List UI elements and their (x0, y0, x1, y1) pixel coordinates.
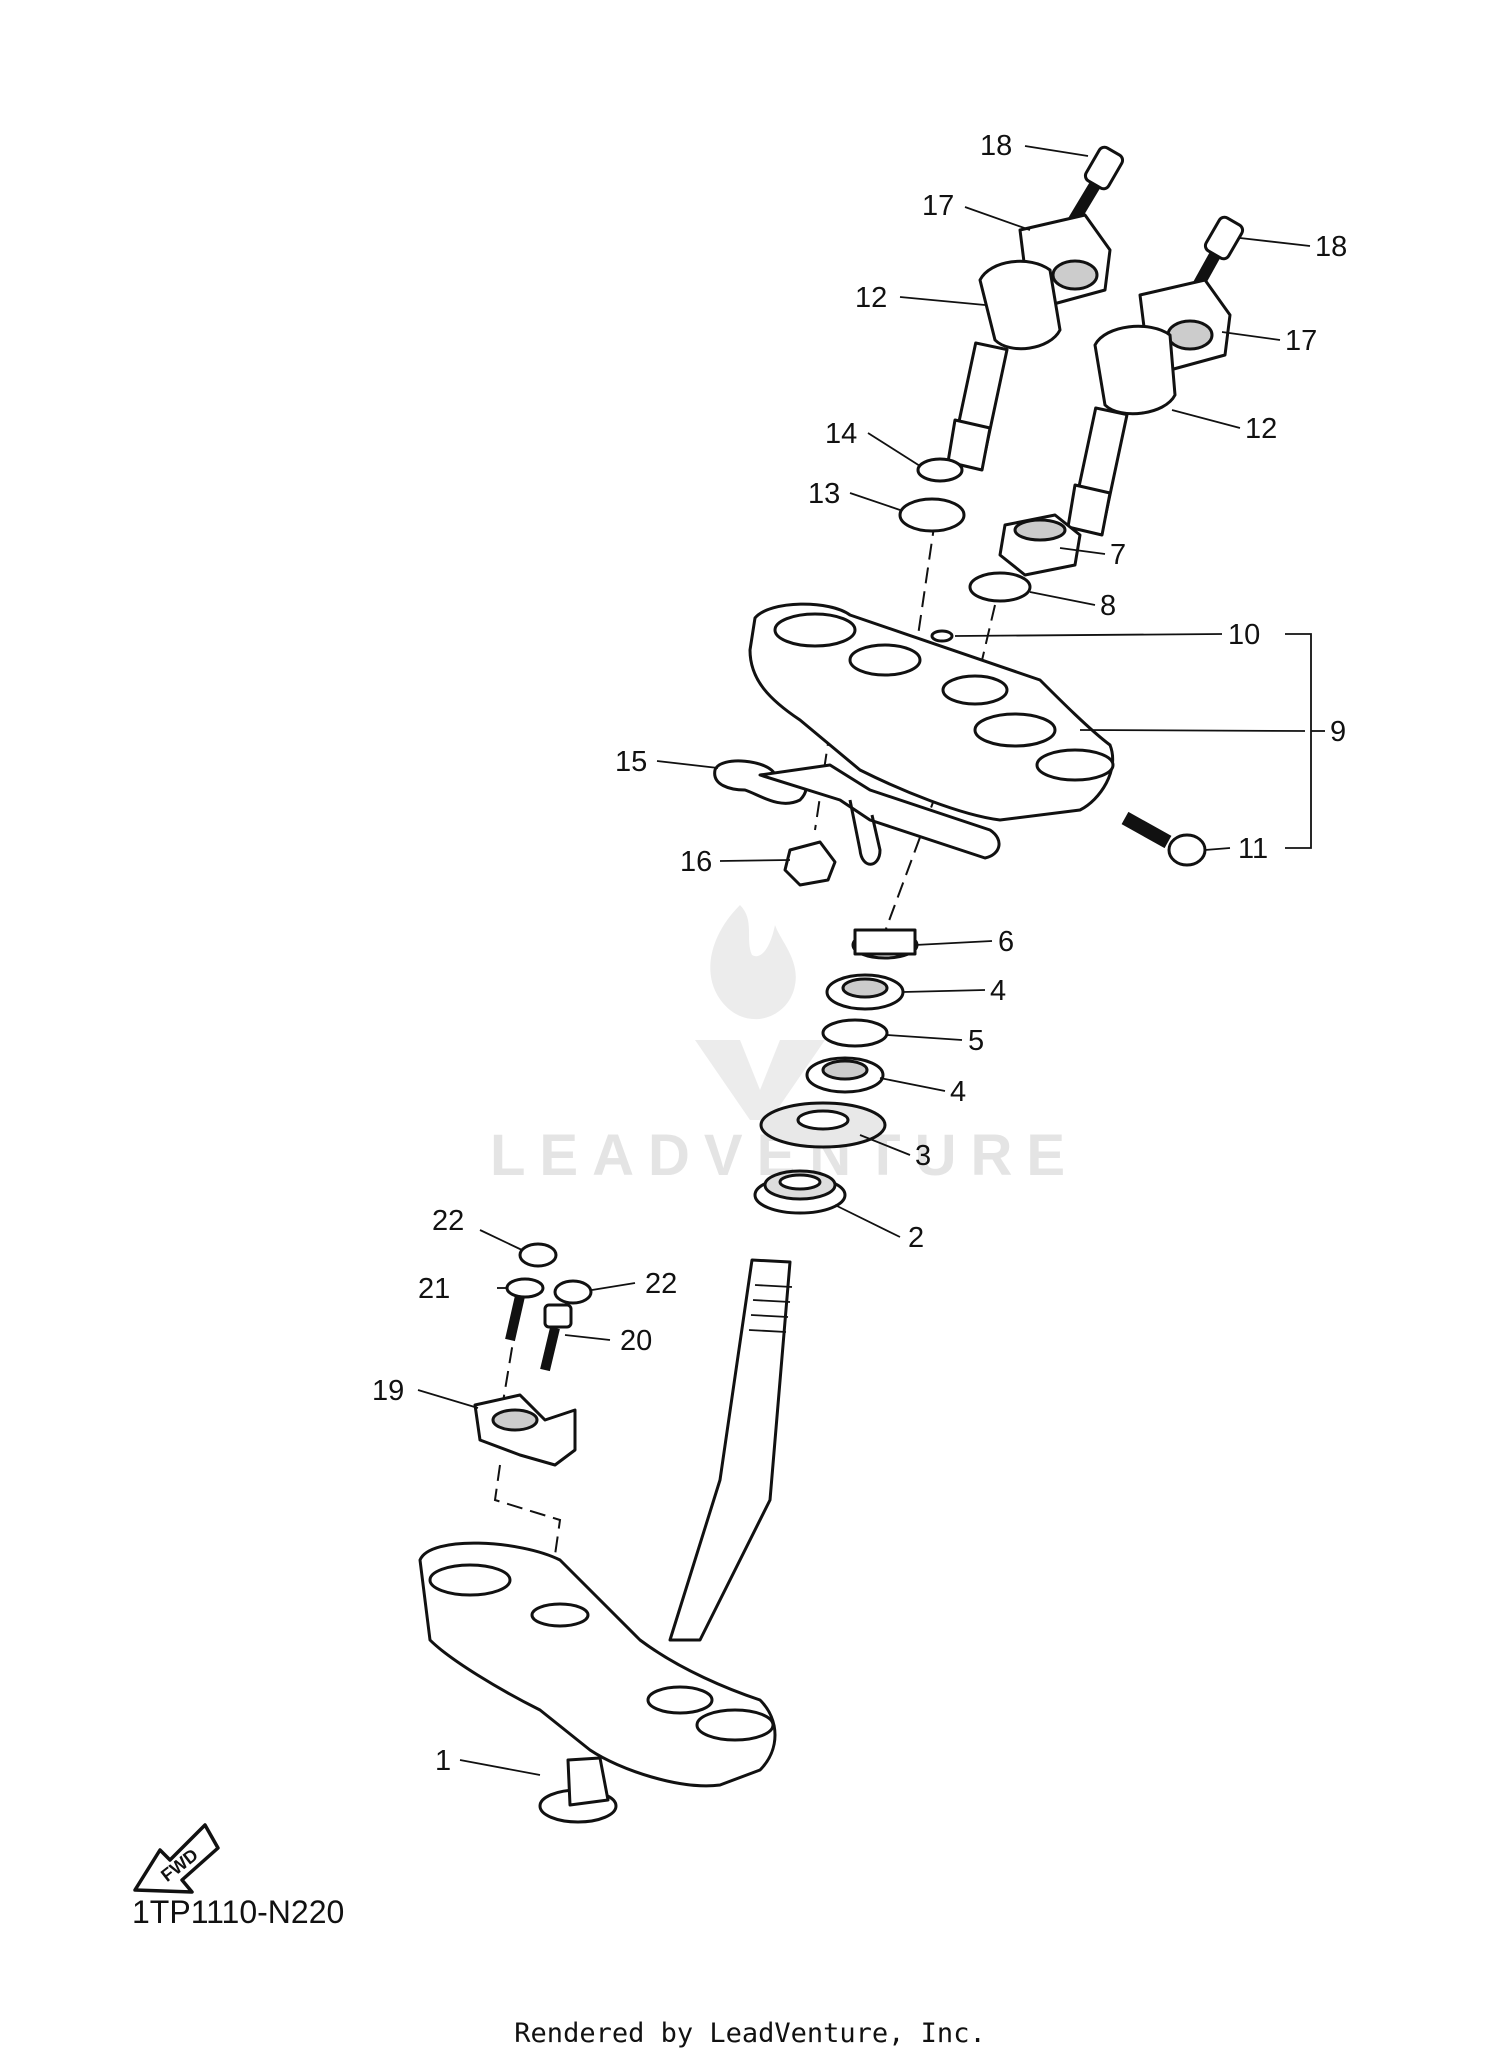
steering-stem (668, 1258, 793, 1642)
part-16-nut (783, 840, 837, 887)
part-3-dust-cover (759, 1101, 887, 1149)
part-5-washer (821, 1018, 889, 1048)
part-4-ring-nut-lower (805, 1056, 885, 1094)
part-2-bearing (753, 1169, 847, 1215)
callout-10: 10 (1228, 619, 1260, 651)
callout-15: 15 (615, 746, 647, 778)
callout-18-left: 18 (980, 130, 1012, 162)
footer-credit: Rendered by LeadVenture, Inc. (514, 2018, 986, 2049)
part-1-cap (538, 1756, 618, 1824)
part-10-plug (930, 629, 954, 643)
callout-11: 11 (1238, 833, 1268, 865)
part-22-cap-right (553, 1279, 593, 1305)
callout-4-lower: 4 (950, 1076, 966, 1108)
part-6-lock-washer (851, 928, 919, 960)
callout-7: 7 (1110, 539, 1126, 571)
callout-9: 9 (1330, 716, 1346, 748)
fwd-arrow-icon: FWD (133, 1823, 220, 1894)
callout-12-right: 12 (1245, 413, 1277, 445)
callout-17-left: 17 (922, 190, 954, 222)
part-19-holder (473, 1393, 577, 1467)
group-9-bracket (1285, 633, 1312, 849)
part-13-seal (898, 497, 966, 533)
callout-5: 5 (968, 1025, 984, 1057)
callout-6: 6 (998, 926, 1014, 958)
watermark-flame-icon (710, 905, 796, 1020)
part-12-riser-left (946, 259, 1062, 472)
callout-21: 21 (418, 1273, 450, 1305)
part-7-nut (998, 513, 1082, 577)
callout-8: 8 (1100, 590, 1116, 622)
callout-20: 20 (620, 1325, 652, 1357)
part-22-cap-left (518, 1242, 558, 1268)
watermark: LEADVENTURE (490, 905, 1065, 1188)
part-21-screw (505, 1277, 545, 1342)
callout-13: 13 (808, 478, 840, 510)
callout-1: 1 (435, 1745, 451, 1777)
part-9-upper-bracket (748, 602, 1115, 822)
callout-12-left: 12 (855, 282, 887, 314)
callout-14: 14 (825, 418, 857, 450)
leader-lines (417, 145, 1311, 1776)
callout-22-left: 22 (432, 1205, 464, 1237)
part-20-bolt (540, 1303, 573, 1372)
callout-18-right: 18 (1315, 231, 1347, 263)
callout-22-right: 22 (645, 1268, 677, 1300)
diagram-code: 1TP1110-N220 (132, 1894, 345, 1930)
part-14-washer (916, 457, 964, 483)
part-11-bolt (1121, 811, 1207, 867)
part-4-ring-nut-upper (825, 973, 905, 1011)
callouts: 18 17 18 17 12 12 14 13 7 8 10 9 11 15 1… (372, 130, 1347, 1777)
callout-17-right: 17 (1285, 325, 1317, 357)
callout-16: 16 (680, 846, 712, 878)
callout-3: 3 (915, 1140, 931, 1172)
part-8-washer (968, 571, 1032, 603)
callout-4-upper: 4 (990, 975, 1006, 1007)
part-15-harness-clamp (713, 759, 1001, 866)
callout-19: 19 (372, 1375, 404, 1407)
watermark-v-icon (695, 1040, 825, 1120)
lower-bracket (418, 1541, 777, 1788)
callout-2: 2 (908, 1222, 924, 1254)
part-12-riser-right (1066, 324, 1177, 537)
